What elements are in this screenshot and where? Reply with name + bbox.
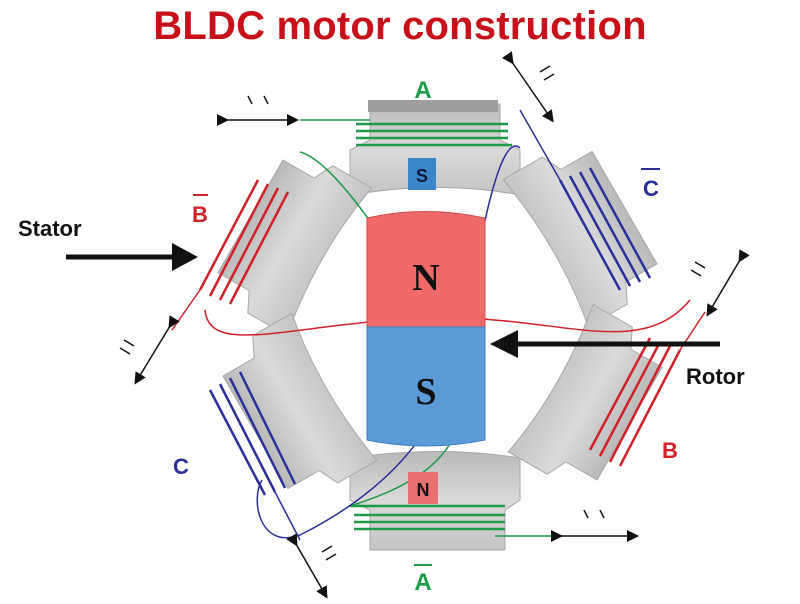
stator-pole-bottom-right — [507, 303, 663, 481]
current-arrow-bottom-right — [551, 509, 639, 542]
rotor-label: Rotor — [686, 364, 745, 389]
current-arrow-right — [690, 249, 750, 317]
svg-text:B: B — [192, 202, 208, 227]
current-arrow-top-left — [217, 95, 299, 126]
rotor-north-label: N — [412, 257, 439, 299]
coil-phase-a-bottom — [350, 504, 560, 537]
stator-pole-bottom-left — [222, 312, 378, 490]
coil-phase-b-bar — [171, 179, 290, 331]
stator-top-magnet — [408, 158, 436, 190]
current-arrow-bottom-left — [286, 533, 337, 599]
stator-bottom-magnet-label: N — [417, 480, 430, 500]
svg-text:A: A — [414, 569, 431, 596]
stator-arrow — [66, 243, 198, 271]
coil-phase-a-top — [300, 119, 512, 147]
phase-a-label: A — [414, 77, 431, 104]
rotor-south-label: S — [415, 371, 436, 413]
phase-c-bar-label: C — [641, 168, 660, 201]
rotor — [366, 211, 486, 447]
phase-a-bar-label: A — [414, 564, 432, 596]
rotor-arrow — [490, 330, 720, 358]
stator-label: Stator — [18, 216, 82, 241]
coil-phase-c-bar — [519, 109, 652, 291]
coil-phase-b — [588, 311, 706, 467]
svg-text:C: C — [643, 176, 659, 201]
current-arrow-top-right — [501, 51, 555, 123]
stator-pole-top-left — [217, 159, 373, 337]
stator-bottom-magnet — [408, 472, 438, 504]
current-arrow-left — [119, 315, 180, 385]
phase-c-label: C — [173, 454, 189, 479]
phase-b-bar-label: B — [192, 194, 208, 227]
stator-pole-top-right — [502, 150, 658, 328]
stator-top-magnet-label: S — [416, 166, 428, 186]
coil-phase-c — [208, 371, 301, 541]
phase-b-label: B — [662, 438, 678, 463]
diagram-title: BLDC motor construction — [153, 4, 647, 48]
